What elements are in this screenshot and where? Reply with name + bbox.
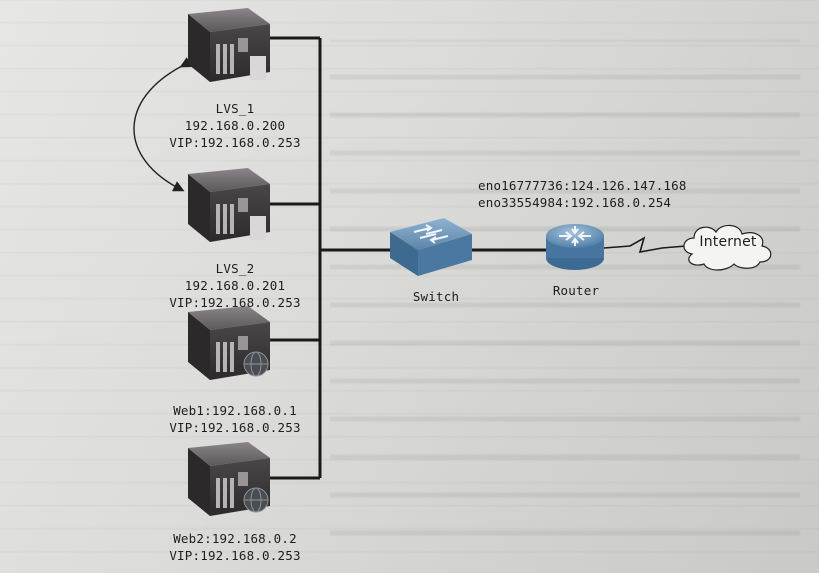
server-icon[interactable]	[188, 168, 270, 242]
heartbeat-arrow	[133, 57, 193, 192]
web2-label: Web2:192.168.0.2 VIP:192.168.0.253	[140, 530, 330, 564]
web1-vip: VIP:192.168.0.253	[169, 420, 301, 435]
lvs1-ip: 192.168.0.200	[184, 118, 286, 133]
switch-label: Switch	[412, 289, 460, 304]
web1-ip: Web1:192.168.0.1	[173, 403, 297, 418]
web-server-icon[interactable]	[188, 306, 270, 380]
internet-label: Internet	[699, 234, 757, 250]
faded-background-text	[330, 40, 800, 560]
router-interfaces: eno16777736:124.126.147.168 eno33554984:…	[478, 177, 687, 211]
web2-ip: Web2:192.168.0.2	[173, 531, 297, 546]
connection-lines	[262, 36, 687, 480]
lvs2-name: LVS_2	[215, 261, 255, 276]
lvs2-vip: VIP:192.168.0.253	[169, 295, 301, 310]
web1-label: Web1:192.168.0.1 VIP:192.168.0.253	[140, 402, 330, 436]
router-icon[interactable]	[546, 224, 604, 270]
router-if1: eno16777736:124.126.147.168	[478, 178, 687, 193]
web2-vip: VIP:192.168.0.253	[169, 548, 301, 563]
cloud-icon	[683, 224, 772, 271]
lvs1-name: LVS_1	[215, 101, 255, 116]
link-internet	[603, 236, 687, 254]
lvs1-label: LVS_1 192.168.0.200 VIP:192.168.0.253	[150, 100, 320, 151]
switch-icon[interactable]	[390, 218, 472, 276]
web-server-icon[interactable]	[188, 442, 270, 516]
router-label: Router	[552, 283, 600, 298]
server-icon[interactable]	[188, 8, 270, 82]
lvs2-label: LVS_2 192.168.0.201 VIP:192.168.0.253	[150, 260, 320, 311]
lvs2-ip: 192.168.0.201	[184, 278, 286, 293]
lvs1-vip: VIP:192.168.0.253	[169, 135, 301, 150]
router-if2: eno33554984:192.168.0.254	[478, 195, 672, 210]
